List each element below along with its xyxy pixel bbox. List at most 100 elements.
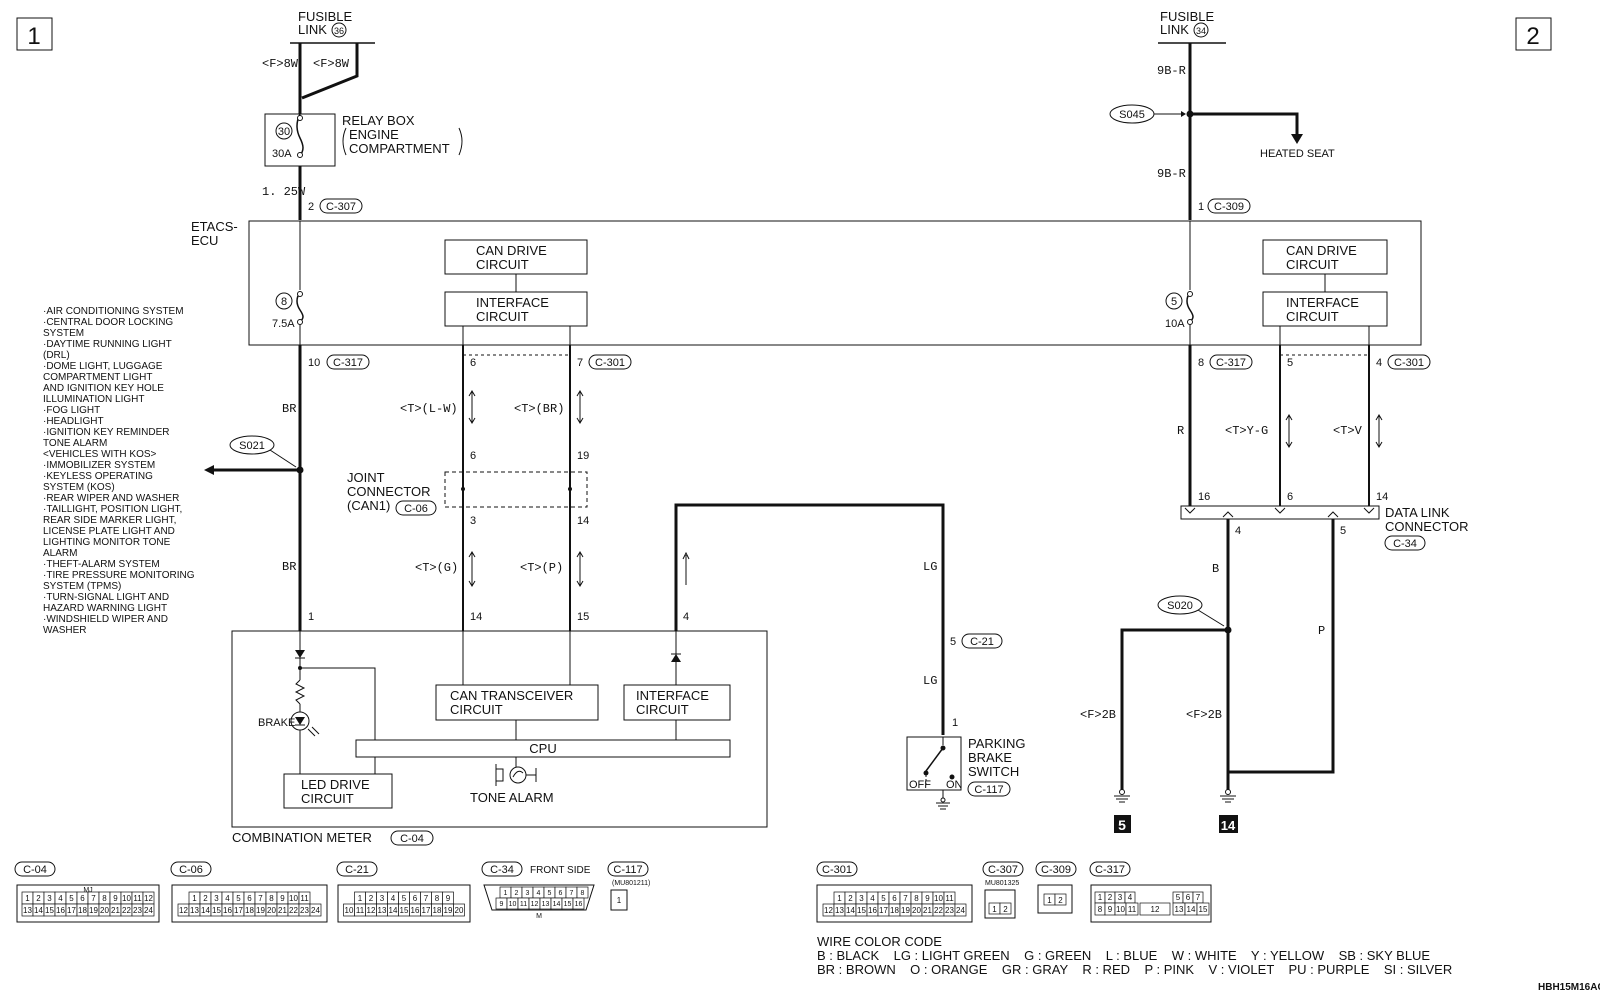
connector-pin-number: 1	[992, 905, 997, 914]
can-drive-box-right	[1262, 239, 1388, 275]
connector-pin-number: 6	[80, 894, 85, 903]
connector-pin-number: 4	[391, 894, 396, 903]
connector-pin-number: 16	[411, 906, 420, 915]
wire-label-b: B	[1212, 562, 1219, 576]
connector-view-tag	[1089, 861, 1131, 877]
system-list-item: ·AIR CONDITIONING SYSTEM	[43, 306, 184, 317]
connector-pin-number: 7	[570, 890, 574, 897]
connector-pin-number: 23	[945, 906, 954, 915]
joint-connector-label: CONNECTOR	[347, 484, 431, 499]
connector-tag-c34: C-34	[1393, 538, 1417, 550]
fusible-link-number: 36	[334, 26, 344, 36]
connector-pin-number: 23	[300, 906, 309, 915]
system-list-item: ·KEYLESS OPERATING	[43, 471, 153, 482]
pin-label: 2	[308, 201, 314, 213]
pin-label: 14	[1376, 491, 1388, 503]
system-list-item: WASHER	[43, 625, 87, 636]
connector-pin-number: 5	[881, 894, 886, 903]
connector-view-tag-label: C-309	[1041, 864, 1071, 876]
connector-pin-cell	[142, 903, 155, 917]
connector-pin-cell	[309, 903, 322, 917]
connector-pin-number: 2	[1003, 905, 1008, 914]
ground-14: 14	[1219, 789, 1238, 833]
connector-pin-number: 20	[455, 906, 464, 915]
system-list-item: LIGHTING MONITOR TONE	[43, 537, 171, 548]
connector-pin-number: 11	[1128, 905, 1137, 914]
connector-pin-number: 13	[23, 906, 32, 915]
connector-pin-cell	[954, 903, 967, 917]
parking-brake-label: SWITCH	[968, 764, 1019, 779]
wire-label-tyg: <T>Y-G	[1225, 424, 1268, 438]
etacs-label: ECU	[191, 233, 218, 248]
connector-pin-number: 12	[824, 906, 833, 915]
fuse-symbol	[296, 113, 304, 157]
connector-view-tag-label: C-117	[613, 864, 642, 876]
pin-label: 14	[470, 611, 482, 623]
connector-part-number: (MU801211)	[612, 880, 650, 887]
pin-label: 8	[1198, 357, 1204, 369]
connector-tag-c21: C-21	[970, 636, 994, 648]
wire-label-lg: LG	[923, 674, 937, 688]
arrow-heated-seat	[1291, 134, 1303, 144]
interface-label: INTERFACE	[476, 295, 549, 310]
system-list-item: ·REAR WIPER AND WASHER	[43, 493, 179, 504]
led-drive-label: LED DRIVE	[301, 777, 370, 792]
connector-pin-number: 13	[1175, 905, 1184, 914]
connector-pin-number: 18	[890, 906, 899, 915]
switch-on-label: ON	[946, 779, 963, 791]
system-list-item: ·WINDSHIELD WIPER AND	[43, 614, 168, 625]
wire-label-tlw: <T>(L-W)	[400, 402, 458, 416]
wire-color-code-line: BR : BROWN O : ORANGE GR : GRAY R : RED …	[817, 962, 1452, 977]
can-transceiver-label: CAN TRANSCEIVER	[450, 688, 573, 703]
connector-pin-number: 11	[356, 906, 365, 915]
connector-pin-number: 13	[542, 901, 550, 908]
wire-label-f8w-left: <F>8W	[262, 57, 299, 71]
system-list-item: SYSTEM (KOS)	[43, 482, 115, 493]
system-list-item: <VEHICLES WITH KOS>	[43, 449, 157, 460]
pin-label: 10	[308, 357, 320, 369]
pin-label: 4	[683, 611, 689, 623]
connector-pin-number: 8	[435, 894, 440, 903]
splice-label: S020	[1167, 600, 1193, 612]
connector-pin-number: 15	[564, 901, 572, 908]
connector-pin-number: 5	[69, 894, 74, 903]
connector-pin-number: 7	[903, 894, 908, 903]
connector-pin-number: 20	[267, 906, 276, 915]
cpu-label: CPU	[529, 741, 556, 756]
connector-pin-number: 18	[433, 906, 442, 915]
etacs-ecu-box	[248, 220, 1422, 346]
relay-box-label: ENGINE	[349, 127, 399, 142]
fusible-link-label: LINK	[1160, 22, 1189, 37]
connector-pin-number: 14	[1187, 905, 1196, 914]
wire-label-tbr: <T>(BR)	[514, 402, 564, 416]
brake-label: BRAKE	[258, 717, 295, 729]
connector-pin-number: 15	[45, 906, 54, 915]
connector-view-tag	[336, 861, 378, 877]
wire-label-f2b: <F>2B	[1080, 708, 1116, 722]
connector-pin-number: 15	[212, 906, 221, 915]
connector-pin-number: 5	[402, 894, 407, 903]
connector-pin-number: 1	[837, 894, 842, 903]
connector-pin-number: 1	[1098, 893, 1103, 902]
joint-connector-label: JOINT	[347, 470, 385, 485]
connector-pin-number: 3	[380, 894, 385, 903]
connector-pin-number: 13	[835, 906, 844, 915]
pin-label: 6	[1287, 491, 1293, 503]
connector-view-body	[610, 889, 628, 911]
connector-pin-number: 6	[247, 894, 252, 903]
connector-pin-number: 9	[280, 894, 285, 903]
connector-view-note: FRONT SIDE	[530, 865, 591, 876]
wire-label-br: BR	[282, 402, 296, 416]
bidirectional-arrow	[576, 551, 584, 587]
connector-pin-number: 22	[934, 906, 943, 915]
connector-pin-number: 17	[879, 906, 888, 915]
connector-pin-number: 4	[58, 894, 63, 903]
splice-s021	[229, 435, 275, 455]
heated-seat-label: HEATED SEAT	[1260, 148, 1335, 160]
etacs-fuse-amp: 7.5A	[272, 318, 295, 330]
connector-view-tag	[481, 861, 523, 877]
pin-label: 5	[1340, 525, 1346, 537]
connector-part-number: MU801325	[985, 880, 1019, 887]
connector-pin-number: 12	[1151, 905, 1160, 914]
connector-key-mark: M	[536, 913, 542, 920]
